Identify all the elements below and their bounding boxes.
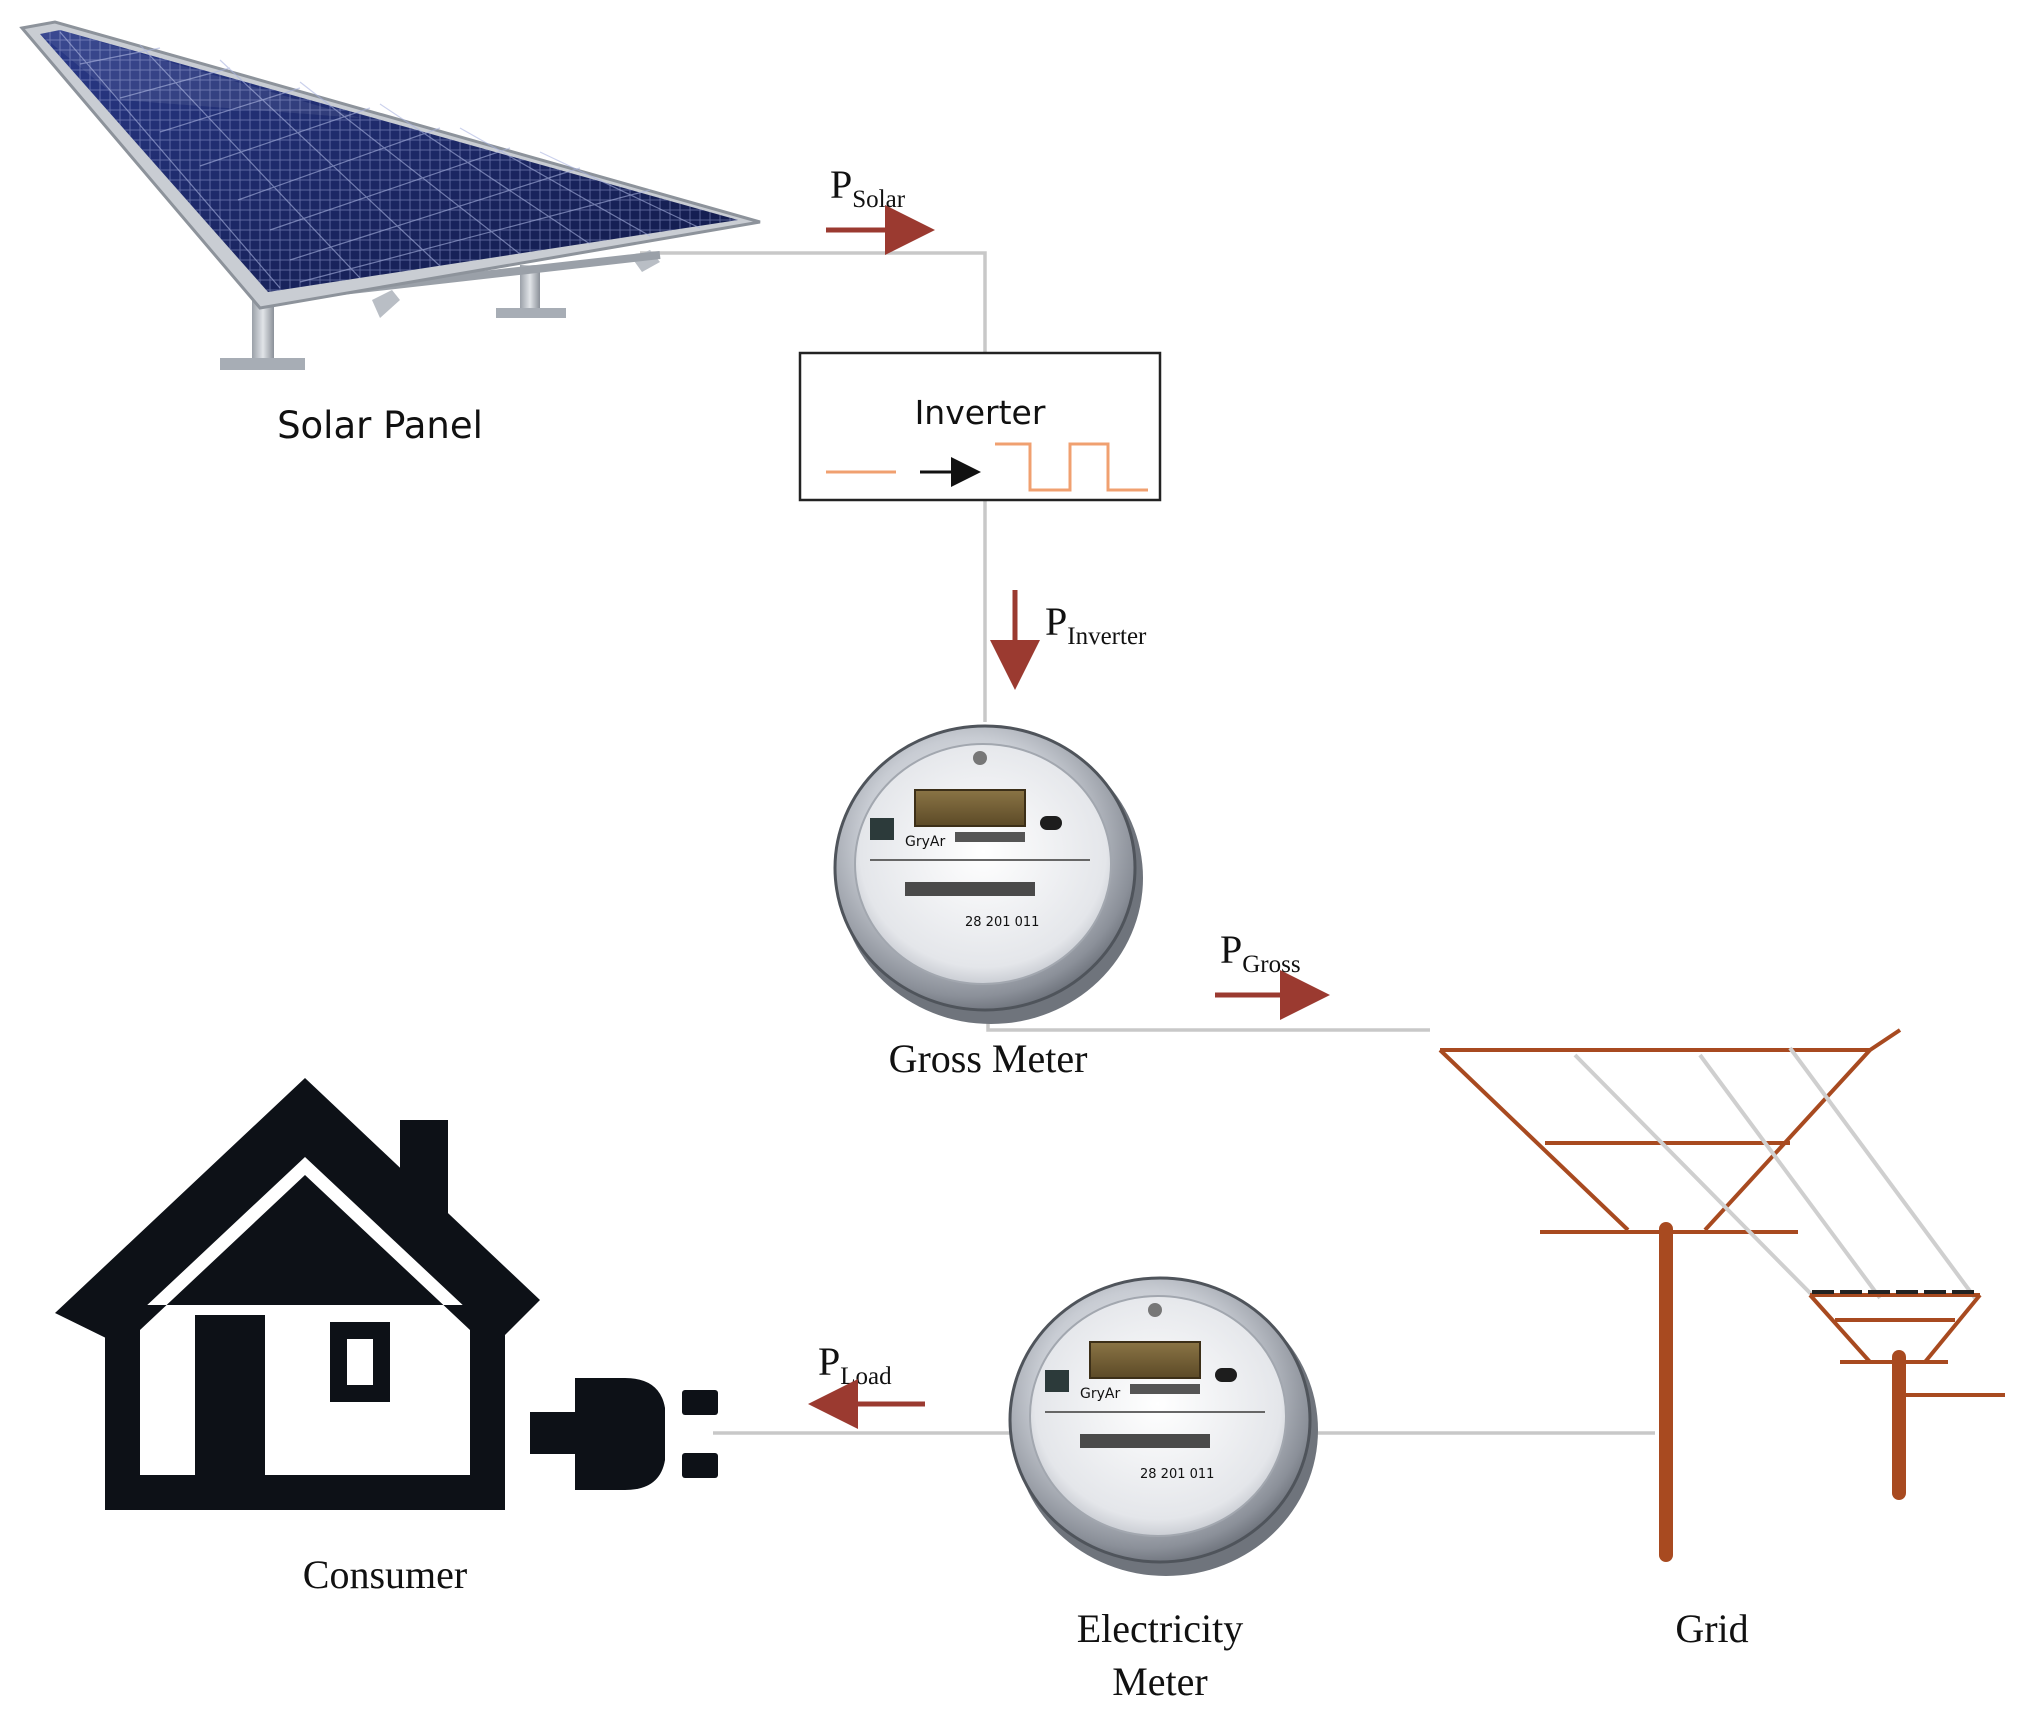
svg-text:PInverter: PInverter bbox=[1045, 599, 1147, 650]
far-pole bbox=[1892, 1350, 1906, 1500]
electricity-meter-icon: GryAr 28 201 011 bbox=[1008, 1276, 1318, 1576]
flow-p-gross: PGross bbox=[1215, 927, 1330, 1020]
ac-square-wave-icon bbox=[995, 442, 1148, 492]
flow-solar-sub: Solar bbox=[852, 186, 905, 213]
flow-inverter-main: P bbox=[1045, 599, 1067, 644]
gross-meter-brand: GryAr bbox=[905, 834, 945, 850]
flow-solar-main: P bbox=[830, 162, 852, 207]
wire-solar-to-inverter bbox=[640, 251, 987, 353]
inverter-box: Inverter bbox=[798, 351, 1162, 502]
flow-load-sub: Load bbox=[840, 1363, 892, 1390]
label-inverter: Inverter bbox=[915, 393, 1046, 432]
grid-poles-icon bbox=[1438, 1028, 2005, 1562]
wire-gross-meter-to-grid bbox=[986, 1015, 1430, 1032]
flow-inverter-sub: Inverter bbox=[1067, 623, 1147, 650]
flow-p-solar: PSolar bbox=[826, 162, 935, 255]
label-solar-panel: Solar Panel bbox=[277, 404, 483, 447]
flow-gross-sub: Gross bbox=[1242, 951, 1300, 978]
house-icon bbox=[55, 1078, 540, 1510]
plug-icon bbox=[530, 1378, 718, 1490]
main-pole bbox=[1659, 1222, 1673, 1562]
label-grid: Grid bbox=[1675, 1606, 1748, 1651]
flow-load-main: P bbox=[818, 1339, 840, 1384]
svg-text:PSolar: PSolar bbox=[830, 162, 906, 213]
svg-text:PLoad: PLoad bbox=[818, 1339, 892, 1390]
gross-meter-icon: GryAr 28 201 011 bbox=[833, 724, 1143, 1024]
flow-gross-main: P bbox=[1220, 927, 1242, 972]
electricity-meter-serial: 28 201 011 bbox=[1140, 1467, 1214, 1482]
electricity-meter-brand: GryAr bbox=[1080, 1386, 1120, 1402]
label-electricity-meter-line2: Meter bbox=[1112, 1659, 1208, 1704]
gross-meter-serial: 28 201 011 bbox=[965, 915, 1039, 930]
label-electricity-meter-line1: Electricity bbox=[1077, 1606, 1244, 1651]
svg-text:PGross: PGross bbox=[1220, 927, 1301, 978]
flow-p-load: PLoad bbox=[808, 1339, 925, 1429]
solar-panel-icon bbox=[19, 20, 761, 370]
flow-p-inverter: PInverter bbox=[990, 590, 1147, 690]
label-gross-meter: Gross Meter bbox=[889, 1036, 1088, 1081]
label-consumer: Consumer bbox=[303, 1552, 467, 1597]
